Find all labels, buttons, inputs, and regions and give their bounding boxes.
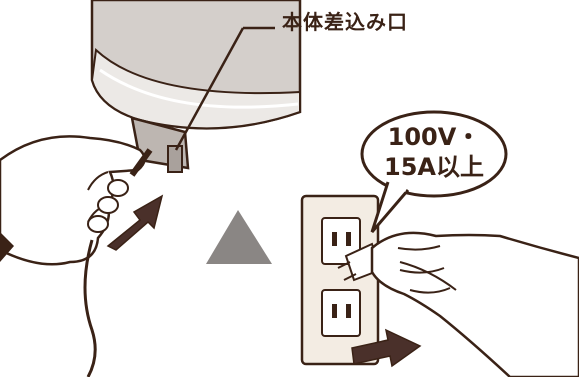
rating-speech-bubble <box>360 110 508 233</box>
rating-current: 15A以上 <box>384 153 484 181</box>
hand-right <box>370 231 579 377</box>
hand-left <box>0 135 153 377</box>
inlet-label: 本体差込み口 <box>282 10 408 34</box>
push-arrow-right-icon <box>351 328 422 368</box>
inlet-leader-line <box>174 26 275 151</box>
step-arrow-triangle-icon <box>206 210 272 264</box>
push-arrow-left-icon <box>106 194 164 251</box>
rating-label: 100V・ 15A以上 <box>364 122 504 182</box>
appliance-body <box>90 0 302 173</box>
wall-outlet <box>300 194 382 366</box>
rating-voltage: 100V・ <box>387 123 481 151</box>
previous-step-arrow-icon <box>0 232 14 262</box>
